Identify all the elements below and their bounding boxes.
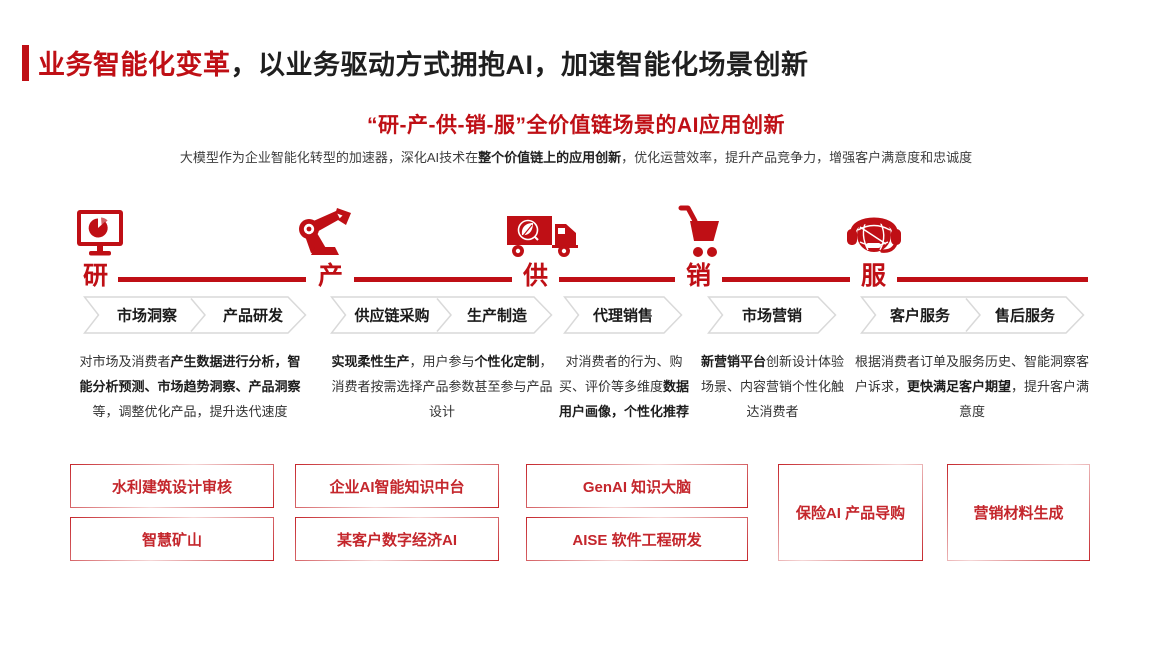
page-title-highlight: 业务智能化变革 — [38, 50, 231, 80]
case-box: 水利建筑设计审核 — [70, 464, 274, 508]
steps-band-service: 客户服务 售后服务 — [860, 296, 1085, 334]
stage-label-service: 服 — [861, 262, 887, 290]
stage-connector-line — [897, 277, 1088, 282]
stage-label-supply: 供 — [523, 262, 549, 290]
page-title-row: 业务智能化变革，以业务驱动方式拥抱AI，加速智能化场景创新 — [22, 43, 809, 82]
stage-desc-service: 根据消费者订单及服务历史、智能洞察客户诉求，更快满足客户期望，提升客户满意度 — [854, 354, 1090, 419]
step-label: 市场营销 — [742, 307, 802, 325]
delivery-truck-icon — [507, 216, 578, 257]
title-accent-bar — [22, 44, 29, 81]
headset-globe-icon — [847, 217, 901, 253]
step-label: 供应链采购 — [353, 307, 429, 325]
case-box: 营销材料生成 — [947, 464, 1090, 561]
page-title-rest: ，以业务驱动方式拥抱AI，加速智能化场景创新 — [230, 50, 809, 80]
stage-connector-line — [722, 277, 850, 282]
stage-label-production: 产 — [318, 262, 344, 290]
stage-label-sales: 销 — [686, 262, 712, 290]
step-label: 生产制造 — [467, 307, 527, 325]
stage-connector-line — [559, 277, 675, 282]
steps-band-sales: 市场营销 — [707, 296, 837, 334]
stage-desc-production: 实现柔性生产，用户参与个性化定制，消费者按需选择产品参数甚至参与产品设计 — [331, 354, 553, 419]
steps-band-production: 供应链采购 生产制造 — [330, 296, 553, 334]
step-label: 产品研发 — [223, 307, 284, 325]
page-title: 业务智能化变革，以业务驱动方式拥抱AI，加速智能化场景创新 — [38, 43, 809, 82]
intro-description: 大模型作为企业智能化转型的加速器，深化AI技术在整个价值链上的应用创新，优化运营… — [179, 150, 973, 165]
stage-desc-supply: 对消费者的行为、购买、评价等多维度数据用户画像，个性化推荐 — [558, 354, 690, 419]
step-label: 市场洞察 — [117, 307, 178, 325]
steps-band-research: 市场洞察 产品研发 — [83, 296, 307, 334]
case-box: 保险AI 产品导购 — [778, 464, 923, 561]
stage-label-research: 研 — [83, 262, 109, 290]
step-label: 代理销售 — [592, 307, 653, 325]
robot-arm-icon — [299, 208, 351, 255]
case-box: 企业AI智能知识中台 — [295, 464, 499, 508]
stage-connector-line — [354, 277, 512, 282]
section-subtitle: “研-产-供-销-服”全价值链场景的AI应用创新 — [367, 114, 785, 137]
stage-desc-sales: 新营销平台创新设计体验场景、内容营销个性化触达消费者 — [700, 354, 845, 419]
case-box: GenAI 知识大脑 — [526, 464, 748, 508]
shopping-cart-icon — [678, 205, 719, 257]
steps-band-supply: 代理销售 — [563, 296, 683, 334]
stage-connector-line — [118, 277, 306, 282]
case-box: 某客户数字经济AI — [295, 517, 499, 561]
case-box: AISE 软件工程研发 — [526, 517, 748, 561]
monitor-pie-icon — [77, 210, 123, 256]
case-box: 智慧矿山 — [70, 517, 274, 561]
step-label: 售后服务 — [995, 307, 1056, 325]
stage-desc-research: 对市场及消费者产生数据进行分析，智能分析预测、市场趋势洞察、产品洞察等，调整优化… — [79, 354, 301, 419]
step-label: 客户服务 — [889, 307, 951, 325]
